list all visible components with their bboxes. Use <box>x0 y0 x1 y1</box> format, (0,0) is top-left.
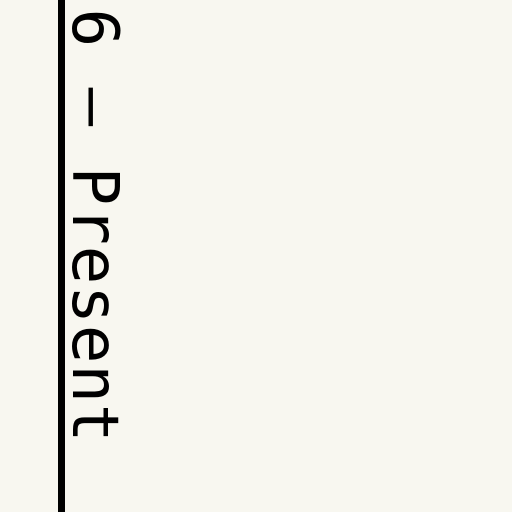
timeline-rule <box>58 0 65 512</box>
date-range-label: 6 – Present <box>57 8 131 444</box>
